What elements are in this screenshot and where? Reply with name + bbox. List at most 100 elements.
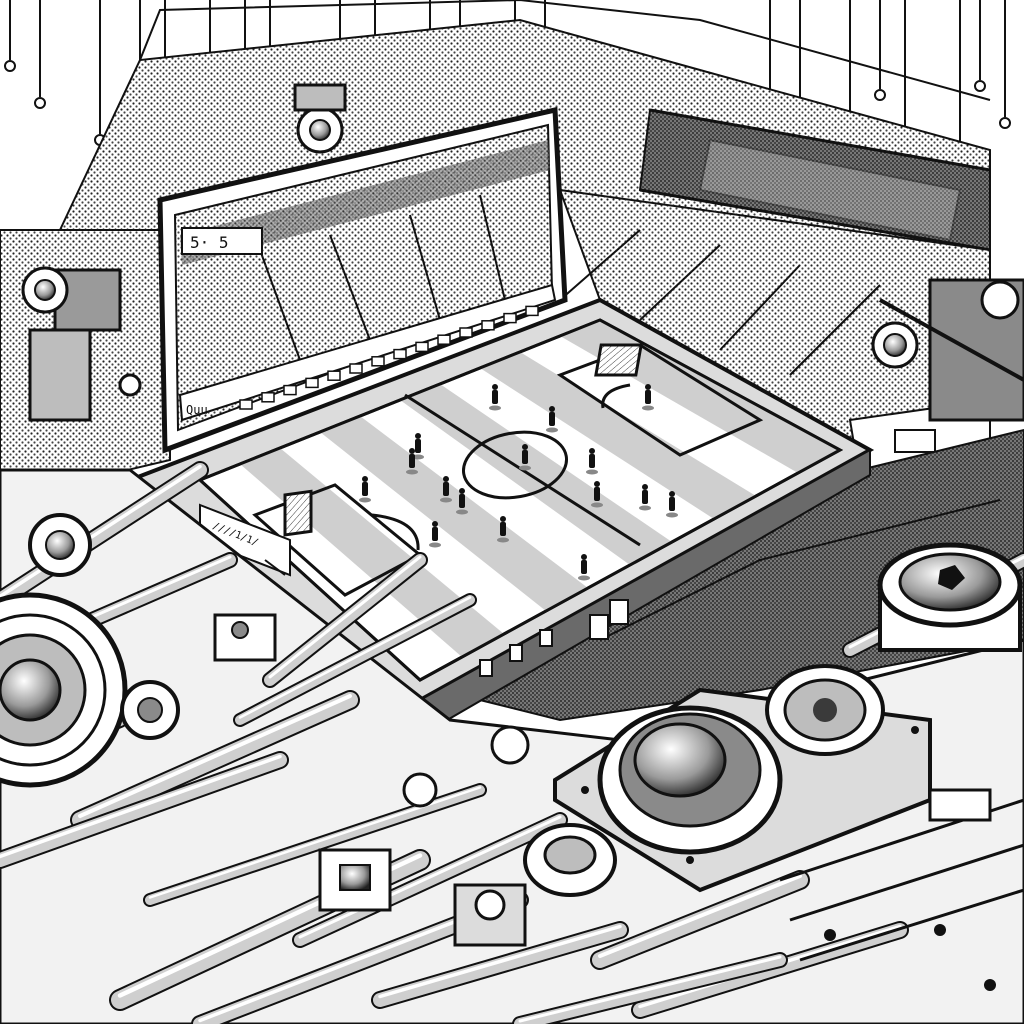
player-shadow (586, 469, 598, 475)
player (415, 439, 421, 453)
lower-dial (213, 613, 617, 947)
player-shadow (359, 497, 371, 503)
player (642, 490, 648, 504)
player-shadow (591, 502, 603, 508)
player-shadow (519, 465, 531, 471)
player-head (362, 476, 368, 482)
pipe (373, 923, 627, 1007)
pipe-highlight (518, 955, 782, 1023)
player (522, 450, 528, 464)
screen-ticker-block (283, 384, 297, 396)
wire-bulb (974, 80, 986, 92)
screen-ticker-block (327, 370, 341, 381)
pipe (514, 954, 786, 1024)
player-head (432, 521, 438, 527)
player-shadow (639, 505, 651, 511)
player (589, 454, 595, 468)
pipe-highlight (0, 754, 282, 859)
player (549, 412, 555, 426)
player (594, 487, 600, 501)
scoreboard-screen: 5· 5 Quu (157, 106, 568, 454)
screen-ticker-block (459, 327, 473, 338)
player (669, 497, 675, 511)
machinery-foreground (0, 461, 1024, 1024)
pitch-stripe (480, 352, 756, 519)
pipe-highlight (268, 555, 422, 679)
pipe (235, 595, 475, 725)
camera-rig-top (293, 83, 347, 154)
wire-bulb (4, 60, 16, 72)
screen-ticker-block (503, 312, 517, 324)
player (645, 390, 651, 404)
score-panel (181, 227, 263, 255)
pipe (264, 554, 426, 686)
left-gauge (28, 513, 180, 740)
screen-ticker-block (525, 305, 539, 317)
camera-rig-left (21, 266, 142, 422)
score-text: 5· 5 (190, 233, 229, 252)
screen-ticker-block (481, 320, 495, 331)
right-rails (779, 788, 1024, 991)
pipe (592, 872, 808, 968)
goal-right (594, 343, 643, 377)
player-head (459, 488, 465, 494)
wire-bulb (999, 117, 1011, 129)
player-shadow (489, 405, 501, 411)
player-head (500, 516, 506, 522)
pipe (0, 753, 287, 867)
pipe-highlight (238, 596, 472, 719)
player-shadow (440, 497, 452, 503)
player (443, 482, 449, 496)
pipe (0, 463, 207, 607)
player-head (409, 448, 415, 454)
player-head (594, 481, 600, 487)
player-shadow (497, 537, 509, 543)
pipe-highlight (598, 874, 802, 958)
goal-left (283, 489, 313, 537)
player-head (492, 384, 498, 390)
pipe (72, 692, 358, 828)
wire-bulb (874, 89, 886, 101)
ball-gauge (877, 542, 1023, 652)
player-shadow (578, 575, 590, 581)
player (492, 390, 498, 404)
screen-ticker-block (371, 356, 385, 367)
screen-ticker-block (415, 341, 429, 353)
player-head (669, 491, 675, 497)
player (409, 454, 415, 468)
screen-ticker-block (261, 392, 275, 403)
screen-ticker-block (305, 377, 319, 389)
player-shadow (406, 469, 418, 475)
player-head (522, 444, 528, 450)
player (500, 522, 506, 536)
player-shadow (546, 427, 558, 433)
camera-rig-right (871, 278, 1024, 422)
players (359, 384, 678, 581)
player-head (415, 433, 421, 439)
player-head (581, 554, 587, 560)
pipe (145, 785, 485, 905)
player (581, 560, 587, 574)
pitch-stripe (400, 384, 672, 565)
pipe-highlight (0, 464, 202, 599)
pipe-highlight (378, 924, 622, 999)
pipe-highlight (78, 694, 352, 818)
player-shadow (666, 512, 678, 518)
player-shadow (642, 405, 654, 411)
player (459, 494, 465, 508)
screen-ticker-block (393, 348, 407, 360)
player-shadow (456, 509, 468, 515)
control-panel (553, 664, 932, 893)
pipe-highlight (298, 815, 562, 939)
left-dial (0, 592, 128, 788)
screen-ticker-block (239, 399, 253, 410)
centre-circle (461, 430, 569, 500)
player-head (642, 484, 648, 490)
pitch-stripe (320, 416, 588, 611)
player-head (549, 406, 555, 412)
pitch-edge-boxes (479, 599, 629, 677)
wire-bulb (34, 97, 46, 109)
pipe (294, 814, 566, 946)
screen-ticker-block (437, 334, 451, 345)
